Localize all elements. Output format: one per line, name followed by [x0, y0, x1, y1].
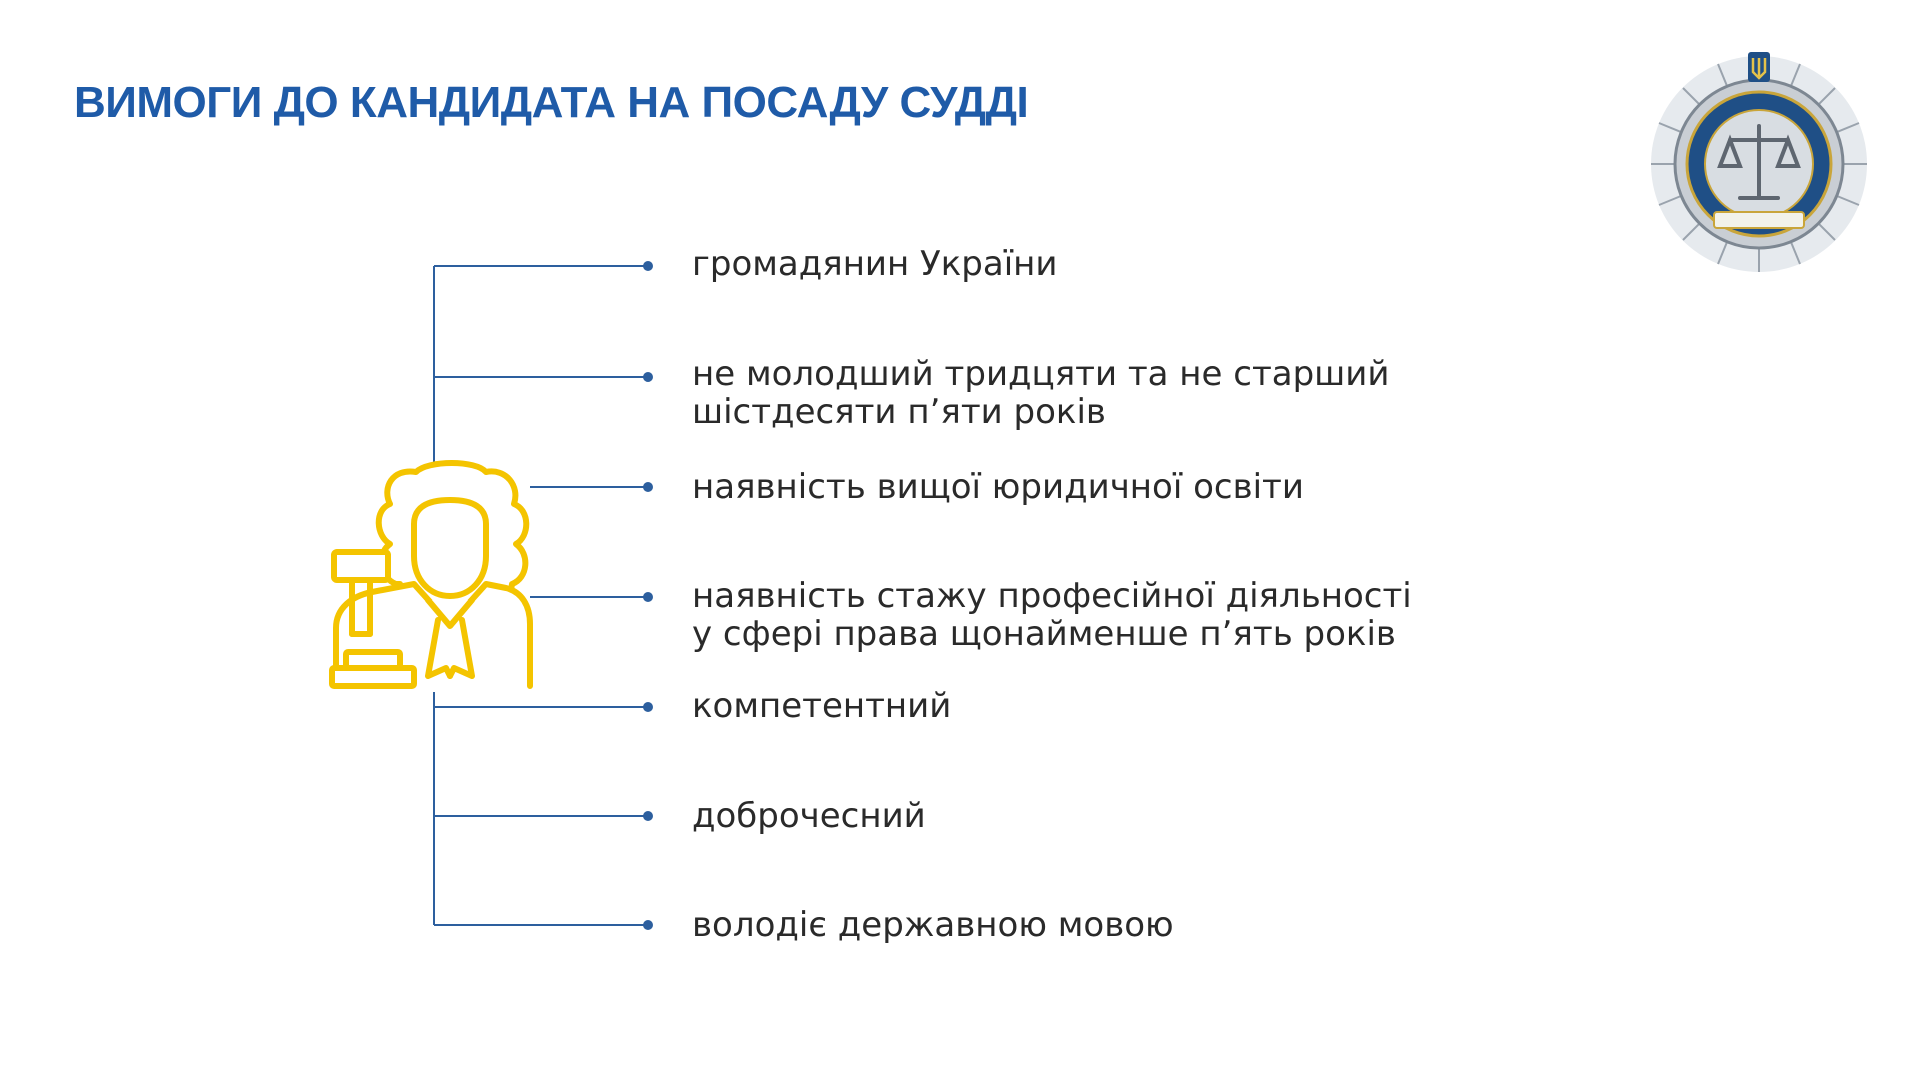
bullet-dot-5 — [643, 702, 653, 712]
bullet-dot-2 — [643, 372, 653, 382]
commission-emblem — [1651, 52, 1867, 272]
trident-icon — [1748, 52, 1770, 82]
requirement-higher-legal-education: наявність вищої юридичної освіти — [692, 467, 1304, 507]
requirement-integrity: доброчесний — [692, 796, 926, 836]
bullet-dot-1 — [643, 261, 653, 271]
requirement-professional-experience: наявність стажу професійної діяльності у… — [692, 576, 1412, 654]
requirement-competent: компетентний — [692, 686, 952, 726]
slide-title: ВИМОГИ ДО КАНДИДАТА НА ПОСАДУ СУДДІ — [74, 78, 1029, 127]
requirement-citizenship: громадянин України — [692, 244, 1058, 284]
requirement-age: не молодший тридцяти та не старший шістд… — [692, 354, 1390, 432]
requirement-state-language: володіє державною мовою — [692, 905, 1174, 945]
emblem-ribbon — [1713, 211, 1805, 229]
bullet-dot-4 — [643, 592, 653, 602]
judge-with-gavel-icon — [318, 460, 533, 692]
scales-of-justice-icon — [1717, 124, 1801, 200]
bullet-dot-7 — [643, 920, 653, 930]
bullet-dot-6 — [643, 811, 653, 821]
bullet-dot-3 — [643, 482, 653, 492]
